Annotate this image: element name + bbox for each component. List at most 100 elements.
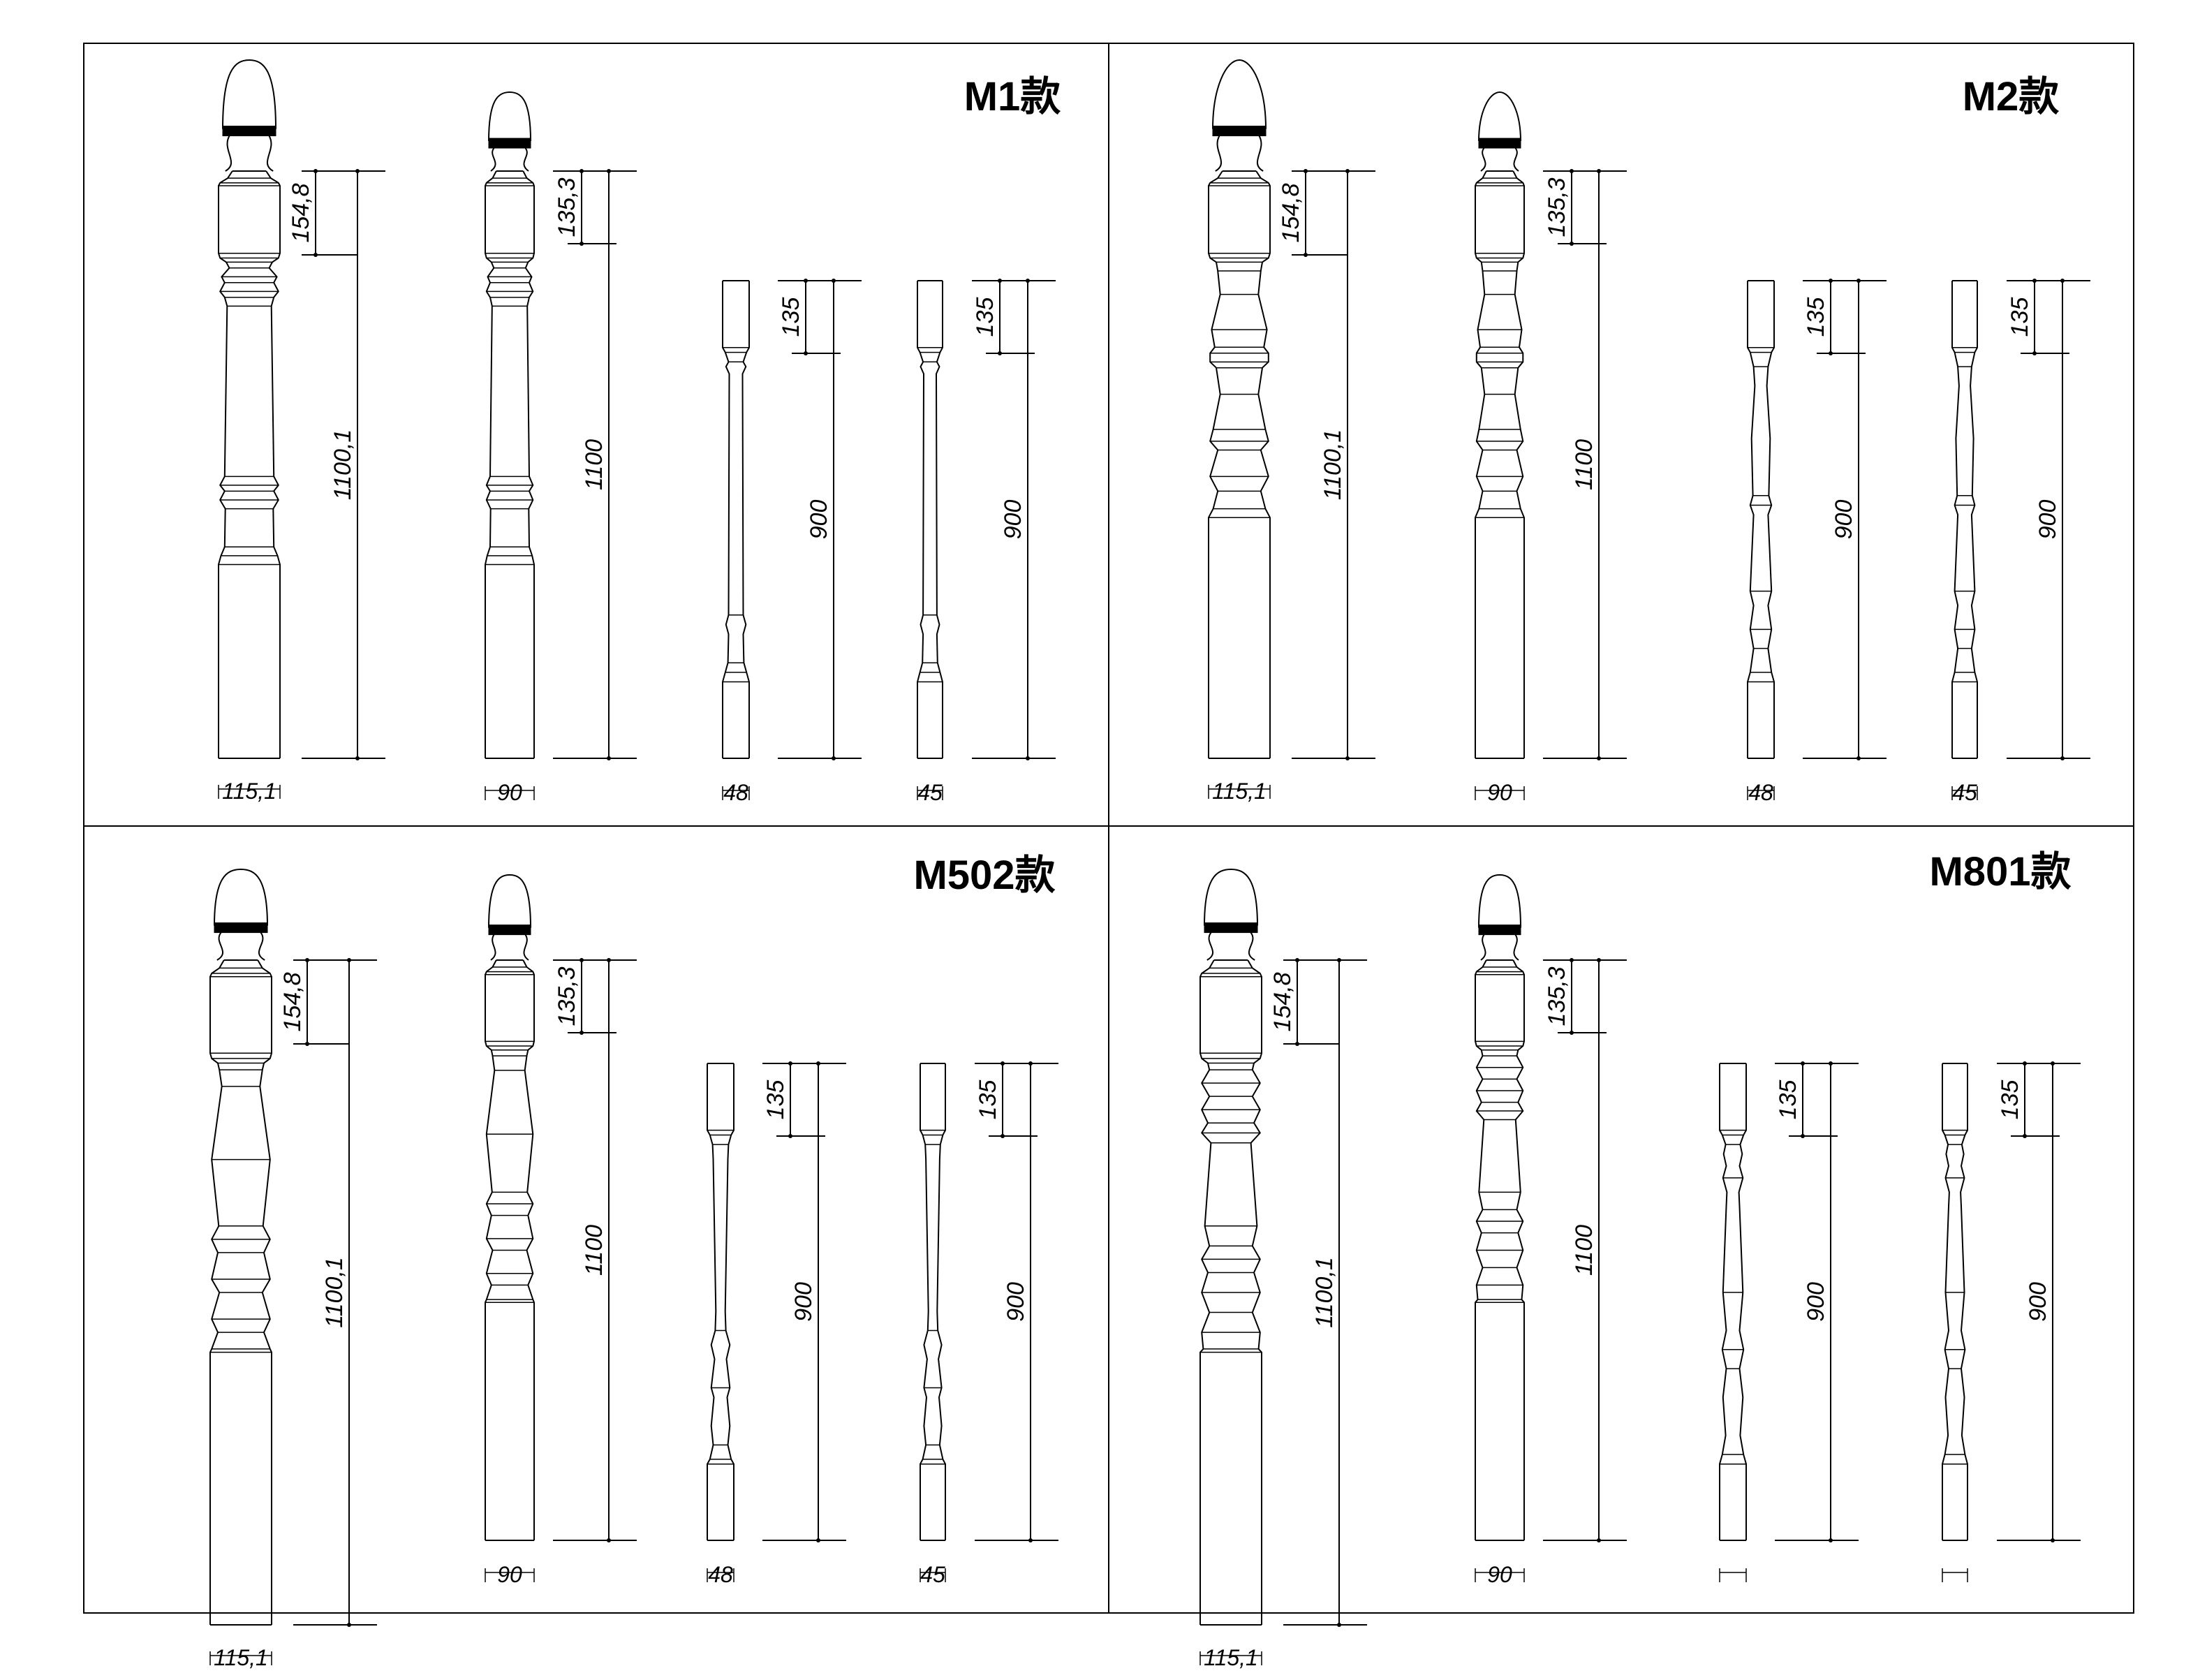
newel-large-dim-top-label: 154,8	[279, 972, 306, 1031]
newel-large-dim-total-tick-bottom	[1345, 756, 1350, 760]
newel-large-dim-top-label: 154,8	[1278, 183, 1304, 242]
baluster-1-right-edge	[1738, 1063, 1747, 1540]
newel-small-finial	[1478, 91, 1521, 142]
baluster-2-dim-top-tick-bottom	[998, 351, 1002, 355]
newel-large-left-edge	[1199, 959, 1215, 1625]
newel-small-dim-total-tick-top	[1597, 169, 1601, 173]
baluster-1-left-edge	[1747, 281, 1756, 758]
newel-small-right-edge	[1512, 959, 1525, 1540]
baluster-1-right-edge	[724, 1063, 734, 1540]
newel-large-right-edge	[265, 170, 281, 758]
newel-large-finial-neck	[1206, 931, 1255, 961]
newel-small-dim-width-label: 90	[1487, 1562, 1512, 1587]
baluster-2-dim-top-label: 135	[2007, 297, 2033, 337]
baluster-2-dim-total-tick-bottom	[1028, 1538, 1033, 1542]
baluster-2-dim-top-tick-bottom	[2023, 1134, 2027, 1138]
newel-large-finial	[214, 869, 268, 926]
newel-small-right-edge	[1512, 170, 1525, 758]
baluster-2-right-edge	[1960, 1063, 1968, 1540]
newel-large-dim-top-tick-bottom	[313, 253, 318, 257]
newel-small-dim-total-label: 1100	[581, 439, 607, 490]
baluster-2-dim-total-label: 900	[1000, 500, 1026, 540]
newel-large-right-edge	[257, 959, 272, 1625]
baluster-1-dim-total-tick-bottom	[832, 756, 836, 760]
newel-large-dim-total-label: 1100,1	[321, 1257, 348, 1327]
newel-large-finial	[1204, 869, 1258, 926]
newel-small-right-edge	[522, 959, 535, 1540]
baluster-2-dim-width-label: 45	[917, 780, 943, 805]
baluster-1-left-edge	[707, 1063, 717, 1540]
newel-large-dim-width-label: 115,1	[1204, 1645, 1258, 1670]
newel-large-dim-total-tick-bottom	[347, 1623, 351, 1627]
panel-title: M2款	[1963, 74, 2060, 119]
newel-large-dim-width-label: 115,1	[1212, 779, 1267, 804]
newel-small-dim-total-tick-bottom	[1597, 1538, 1601, 1542]
newel-large-left-edge	[1208, 170, 1223, 758]
newel-small-finial-band	[488, 924, 531, 936]
newel-small-finial	[1478, 874, 1521, 928]
newel-large-finial-band	[214, 922, 268, 934]
panels-layer: M1款154,81100,1115,1135,31100901359004813…	[209, 59, 2090, 1670]
newel-small-dim-top-tick-bottom	[579, 1031, 584, 1035]
baluster-2-dim-width-label: 45	[920, 1562, 945, 1587]
baluster-2-dim-total-tick-top	[1026, 279, 1030, 283]
newel-small-dim-width-label: 90	[497, 1562, 522, 1587]
newel-small-left-edge	[1475, 170, 1487, 758]
baluster-1-dim-total-tick-bottom	[816, 1538, 820, 1542]
newel-small-dim-total-tick-top	[1597, 958, 1601, 962]
newel-small-dim-top-label: 135,3	[554, 966, 580, 1026]
baluster-1-dim-total-tick-top	[1829, 1061, 1833, 1066]
newel-small-dim-top-label: 135,3	[1544, 177, 1570, 237]
baluster-1-dim-total-label: 900	[806, 500, 832, 540]
baluster-1-dim-total-tick-bottom	[1856, 756, 1861, 760]
baluster-2-right-edge	[1970, 281, 1978, 758]
baluster-1-dim-width-label: 48	[708, 1562, 733, 1587]
newel-large-dim-width-label: 115,1	[222, 779, 276, 804]
baluster-1-dim-total-label: 900	[790, 1282, 817, 1322]
baluster-1-right-edge	[1766, 281, 1775, 758]
newel-small-dim-top-tick-bottom	[579, 242, 584, 246]
baluster-2-dim-total-tick-top	[2060, 279, 2065, 283]
newel-small-dim-total-tick-bottom	[607, 1538, 611, 1542]
baluster-2-dim-total-tick-bottom	[2060, 756, 2065, 760]
sheet-frame	[83, 43, 2134, 1614]
newel-large-left-edge	[209, 959, 225, 1625]
baluster-1-dim-top-tick-bottom	[1829, 351, 1833, 355]
newel-small-left-edge	[485, 170, 497, 758]
baluster-1-dim-top-label: 135	[1775, 1080, 1801, 1120]
panel-m502: M502款154,81100,1115,1135,311009013590048…	[209, 853, 1058, 1670]
baluster-2-dim-top-label: 135	[972, 297, 998, 337]
baluster-2-dim-top-tick-bottom	[2032, 351, 2037, 355]
newel-small-dim-top-tick-bottom	[1570, 1031, 1574, 1035]
baluster-2-dim-total-tick-top	[1028, 1061, 1033, 1066]
newel-small-dim-total-tick-top	[607, 169, 611, 173]
newel-large-dim-total-label: 1100,1	[330, 429, 356, 500]
baluster-1-dim-top-label: 135	[778, 297, 804, 337]
newel-large-dim-total-tick-top	[1337, 958, 1341, 962]
newel-small-dim-total-tick-bottom	[607, 756, 611, 760]
newel-small-dim-top-label: 135,3	[1544, 966, 1570, 1026]
newel-large-finial	[1212, 59, 1267, 129]
baluster-2-right-edge	[936, 1063, 946, 1540]
newel-small-dim-total-label: 1100	[1571, 1225, 1597, 1276]
newel-small-finial-band	[1478, 138, 1521, 149]
baluster-1-dim-total-label: 900	[1831, 500, 1857, 540]
newel-large-dim-total-tick-bottom	[1337, 1623, 1341, 1627]
newel-small-right-edge	[522, 170, 535, 758]
newel-small-left-edge	[1475, 959, 1487, 1540]
baluster-2-dim-top-tick-bottom	[1001, 1134, 1005, 1138]
baluster-1-dim-top-tick-bottom	[1801, 1134, 1805, 1138]
newel-large-dim-top-label: 154,8	[1269, 972, 1296, 1031]
panel-m1: M1款154,81100,1115,1135,31100901359004813…	[218, 59, 1061, 805]
baluster-1-dim-top-tick-bottom	[804, 351, 808, 355]
newel-small-left-edge	[485, 959, 497, 1540]
baluster-2-dim-total-label: 900	[1003, 1282, 1029, 1322]
baluster-2-dim-width-label: 45	[1952, 780, 1977, 805]
newel-small-dim-total-tick-top	[607, 958, 611, 962]
newel-small-dim-top-label: 135,3	[554, 177, 580, 237]
newel-large-finial-neck	[225, 135, 274, 172]
newel-small-dim-width-label: 90	[497, 780, 522, 805]
newel-large-dim-total-tick-top	[355, 169, 360, 173]
newel-large-left-edge	[218, 170, 233, 758]
